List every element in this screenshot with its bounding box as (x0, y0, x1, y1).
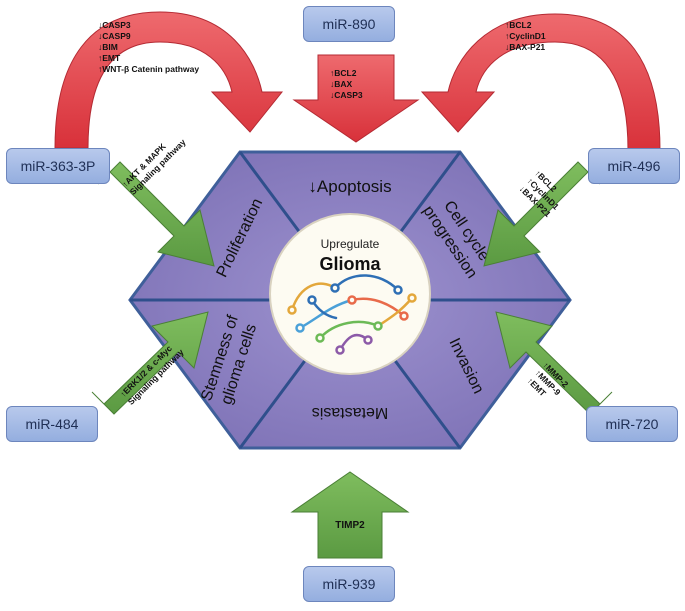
note-line: ↓BAX (330, 79, 353, 89)
glioma-label: Glioma (319, 254, 381, 274)
mirna-label-939: miR-939 (322, 576, 376, 592)
red-down-arrow-top (292, 54, 420, 143)
mirna-box-496: miR-496 (588, 148, 680, 184)
mirna-box-890: miR-890 (303, 6, 395, 42)
note-timp2: TIMP2 (335, 520, 365, 531)
mirna-label-484: miR-484 (25, 416, 79, 432)
brain-network-icon (287, 274, 417, 355)
note-miR-890-arrow: ↑BCL2 ↓BAX ↓CASP3 (330, 68, 363, 101)
mirna-label-720: miR-720 (605, 416, 659, 432)
note-line: ↑BCL2 (330, 68, 357, 78)
note-line: ↑EMT (98, 53, 121, 63)
green-arrow-miR-484 (91, 311, 209, 415)
segment-metastasis: Metastasis (312, 404, 388, 421)
green-arrow-miR-496 (483, 161, 601, 267)
note-line: ↓BAX-P21 (505, 42, 546, 52)
segment-apoptosis: ↓Apoptosis (308, 177, 391, 196)
center-circle (269, 213, 431, 375)
mirna-box-363-3p: miR-363-3P (6, 148, 110, 184)
mirna-label-363-3p: miR-363-3P (20, 158, 96, 174)
red-arc-arrow-left (54, 11, 284, 149)
note-line: ↓BIM (98, 42, 118, 52)
note-line: ↓CASP9 (98, 31, 131, 41)
note-line: ↓CASP3 (98, 20, 131, 30)
note-miR-363-arc: ↓CASP3 ↓CASP9 ↓BIM ↑EMT ↑WNT-β Catenin p… (98, 20, 199, 75)
green-arrow-miR-363 (97, 161, 215, 267)
mirna-box-939: miR-939 (303, 566, 395, 602)
note-line: ↑BCL2 (505, 20, 532, 30)
note-line: ↓CASP3 (330, 90, 363, 100)
red-arc-arrow-right (420, 13, 661, 151)
mirna-box-484: miR-484 (6, 406, 98, 442)
note-line: ↑WNT-β Catenin pathway (98, 64, 200, 74)
note-line: ↑CyclinD1 (505, 31, 546, 41)
note-miR-496-arc: ↑BCL2 ↑CyclinD1 ↓BAX-P21 (505, 20, 546, 53)
green-arrow-miR-939 (290, 471, 410, 559)
mirna-box-720: miR-720 (586, 406, 678, 442)
mirna-label-496: miR-496 (607, 158, 661, 174)
mirna-label-890: miR-890 (322, 16, 376, 32)
upregulate-label: Upregulate (321, 237, 380, 251)
green-arrow-miR-720 (495, 311, 613, 415)
